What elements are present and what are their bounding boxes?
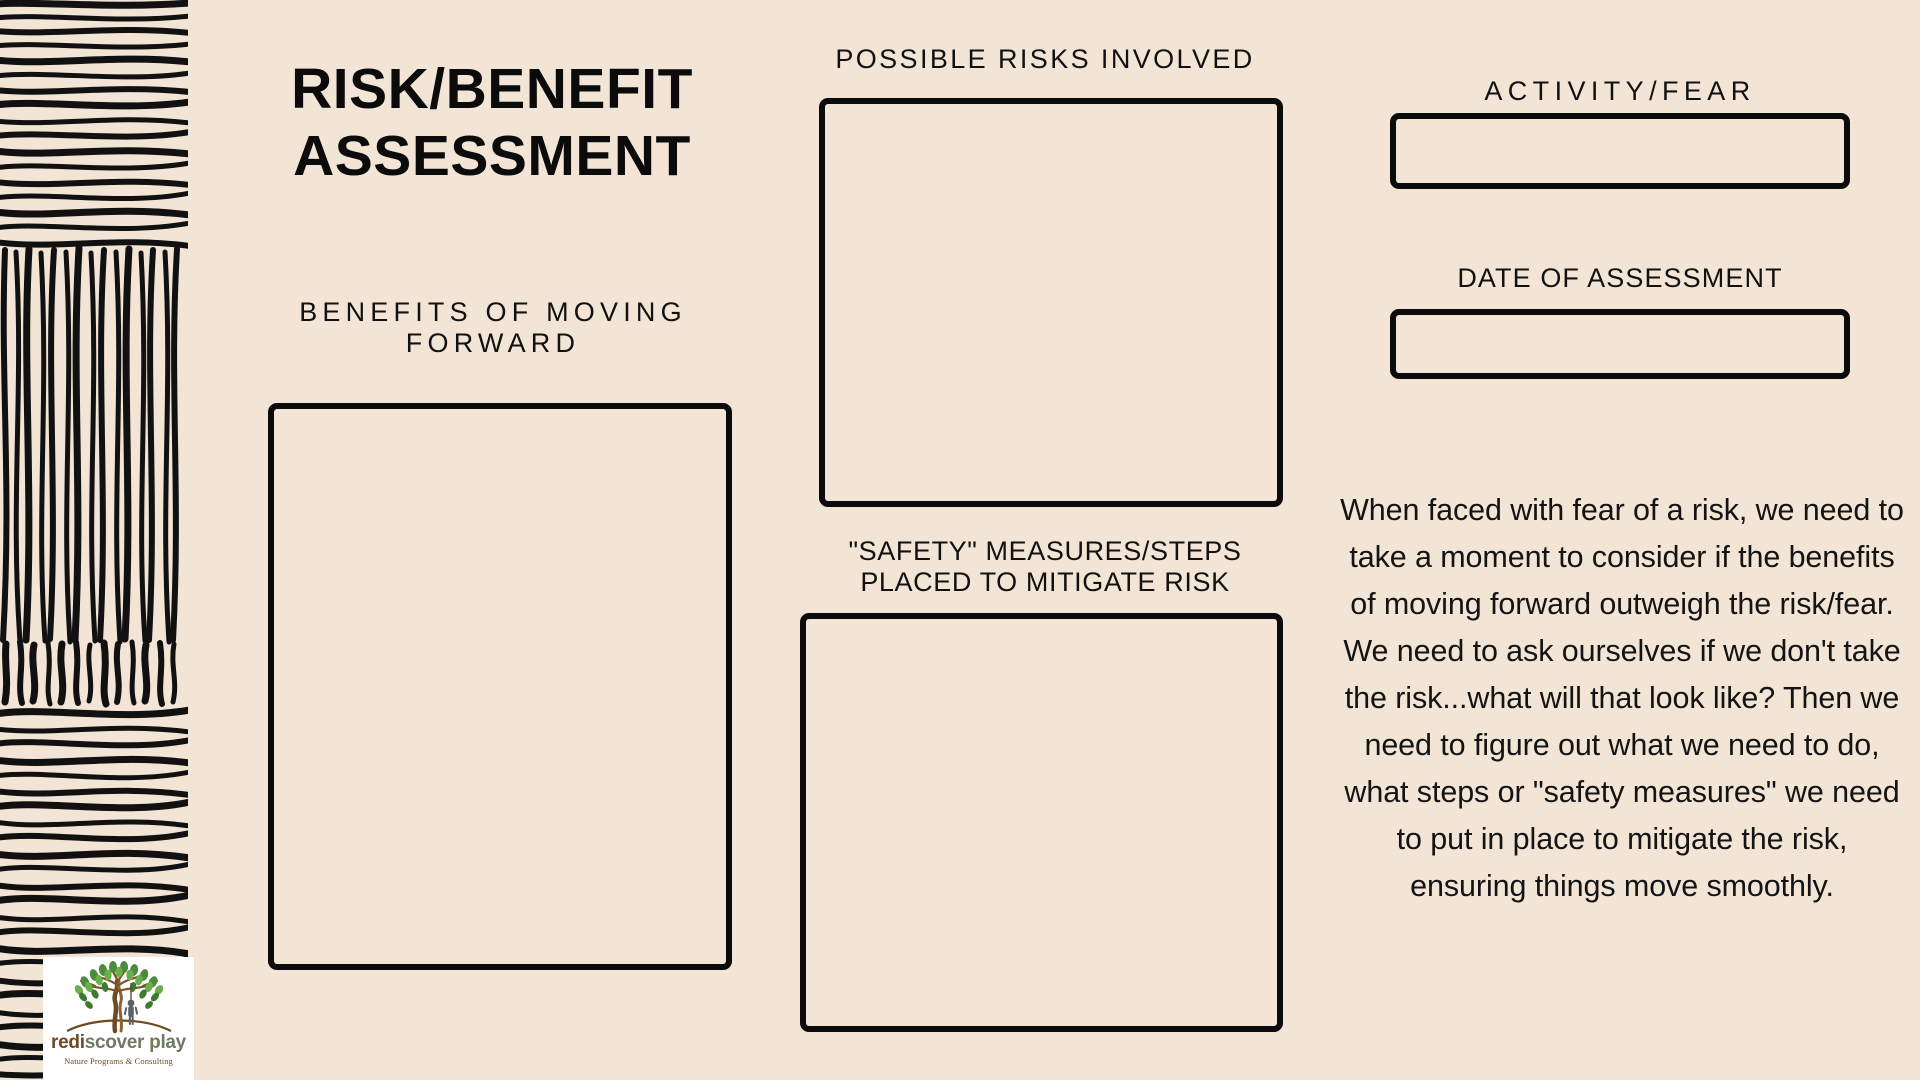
- logo-wordmark: rediscover play: [43, 1033, 194, 1052]
- page-title: RISK/BENEFIT ASSESSMENT: [291, 57, 693, 189]
- logo-wordmark-part1: redi: [51, 1032, 85, 1053]
- decorative-stripes-panel: [0, 0, 188, 1080]
- logo-tagline: Nature Programs & Consulting: [64, 1056, 173, 1066]
- risks-field-label: POSSIBLE RISKS INVOLVED: [835, 44, 1255, 74]
- risks-input-box[interactable]: [819, 98, 1283, 507]
- benefits-field-label: BENEFITS OF MOVING FORWARD: [299, 297, 687, 359]
- date-of-assessment-input-box[interactable]: [1390, 309, 1850, 379]
- date-of-assessment-field-label: DATE OF ASSESSMENT: [1457, 263, 1783, 293]
- tree-with-rope-swing-icon: [55, 961, 183, 1044]
- logo-wordmark-part2: scover play: [84, 1032, 187, 1053]
- safety-measures-field-label: "SAFETY" MEASURES/STEPS PLACED TO MITIGA…: [848, 536, 1242, 598]
- instructions-paragraph: When faced with fear of a risk, we need …: [1340, 493, 1904, 903]
- benefits-input-box[interactable]: [268, 403, 732, 970]
- activity-fear-field-label: ACTIVITY/FEAR: [1484, 76, 1756, 106]
- activity-fear-input-box[interactable]: [1390, 113, 1850, 189]
- safety-measures-input-box[interactable]: [800, 613, 1283, 1032]
- brand-logo-card: rediscover play Nature Programs & Consul…: [43, 957, 194, 1080]
